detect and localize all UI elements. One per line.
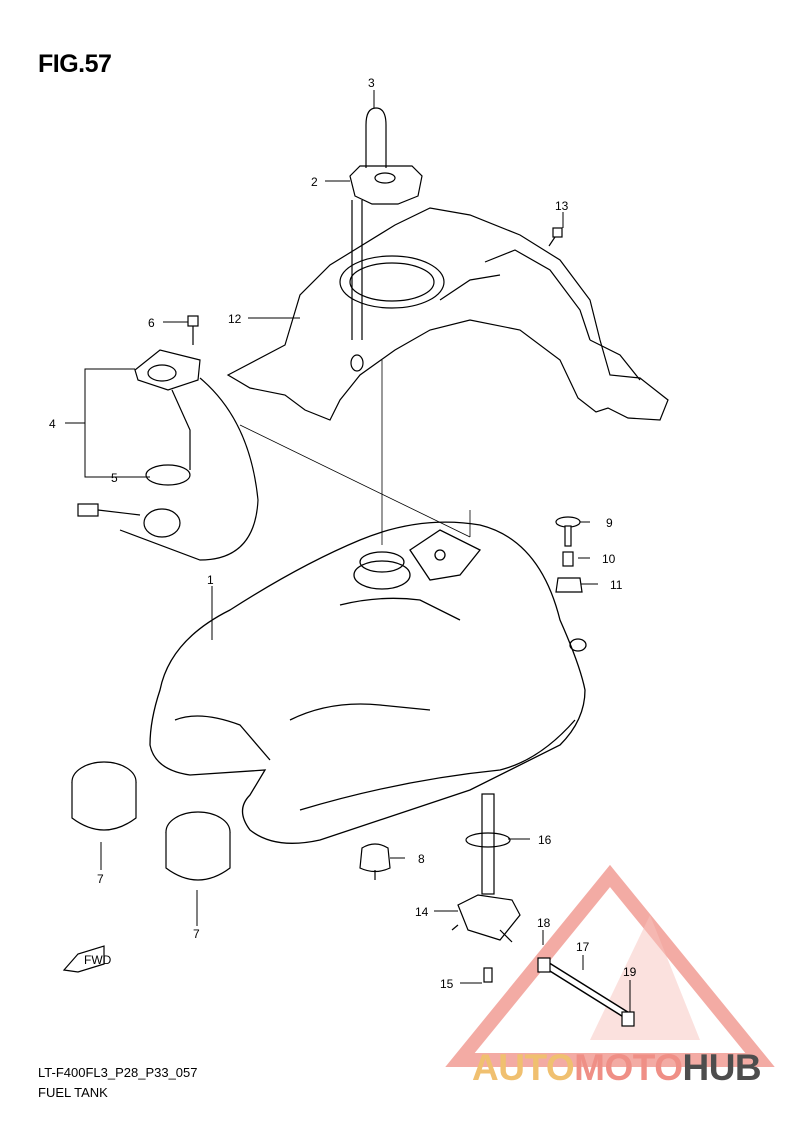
mount-hardware [555,516,583,593]
fuel-pump-assembly [77,315,259,561]
svg-text:FWD: FWD [84,953,112,967]
callout-14: 14 [415,905,429,919]
drawing-title: FUEL TANK [38,1085,108,1100]
callout-5: 5 [111,471,118,485]
fuel-valve-assembly [451,793,635,1027]
callout-7a: 7 [97,872,104,886]
callout-15: 15 [440,977,454,991]
callout-16: 16 [538,833,552,847]
fuel-tank [149,521,587,844]
callout-18: 18 [537,916,551,930]
bolt-13 [548,227,563,247]
callout-17: 17 [576,940,590,954]
watermark-text: AUTOMOTOHUB [472,1047,762,1089]
rubber-mount [359,843,391,880]
callout-19: 19 [623,965,637,979]
callout-11: 11 [610,578,623,592]
fwd-arrow: FWD [62,945,112,973]
callout-1: 1 [207,573,214,587]
callout-4: 4 [49,417,56,431]
callout-3: 3 [368,76,375,90]
watermark-part1: AUTO [472,1047,575,1088]
drawing-code: LT-F400FL3_P28_P33_057 [38,1065,198,1080]
callout-leaders [65,90,631,1015]
callout-7b: 7 [193,927,200,941]
fuel-cap [349,165,423,205]
callout-10: 10 [602,552,616,566]
callout-12: 12 [228,312,242,326]
callout-13: 13 [555,199,569,213]
watermark-part3: HUB [682,1047,762,1088]
breather-hose [351,107,387,340]
callout-6: 6 [148,316,155,330]
watermark-part2: MOTO [574,1047,683,1088]
callout-9: 9 [606,516,613,530]
callout-numbers: 3 2 13 12 6 4 5 9 10 11 1 16 8 7 14 18 7… [49,76,637,991]
figure-title: FIG.57 [38,50,112,78]
hose-clamps [71,761,231,881]
tank-cover [226,207,669,421]
callout-2: 2 [311,175,318,189]
callout-8: 8 [418,852,425,866]
